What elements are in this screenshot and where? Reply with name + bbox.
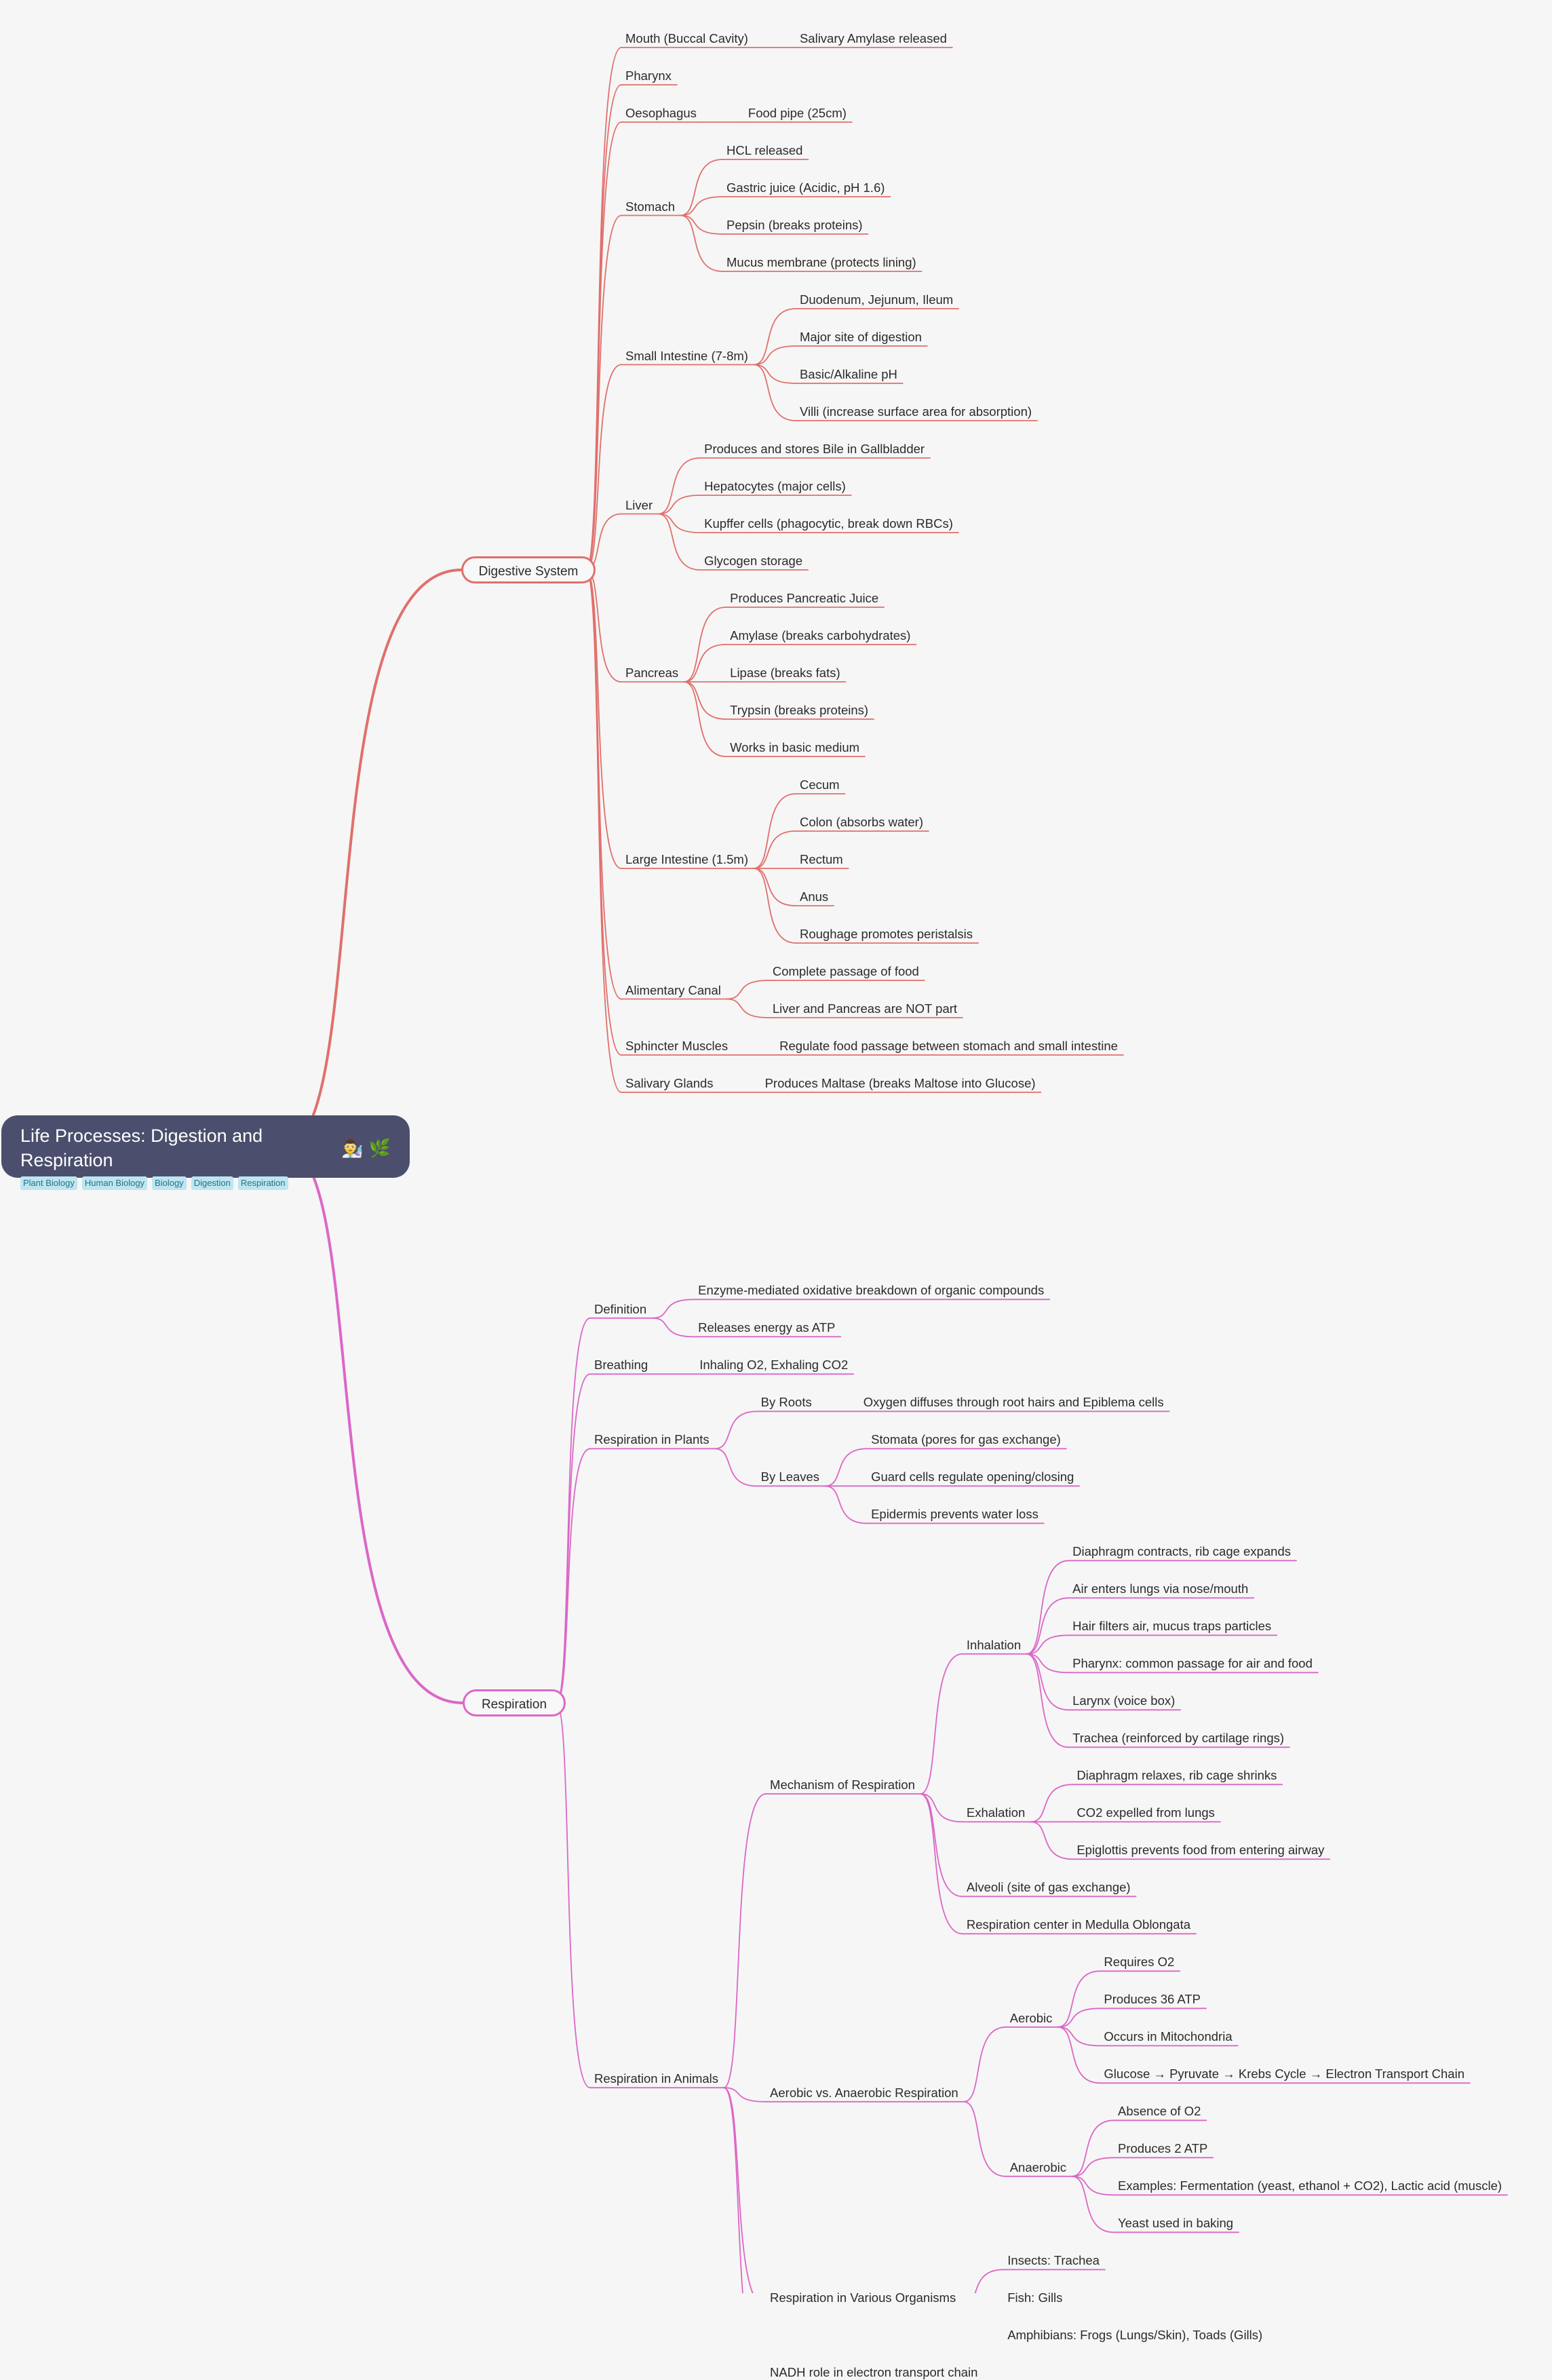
node-occurs-in-mitochondria[interactable]: Occurs in Mitochondria [1104, 2029, 1233, 2044]
tag-human-biology[interactable]: Human Biology [81, 1176, 148, 1190]
node-trachea-reinforced-by-cartilage-rings[interactable]: Trachea (reinforced by cartilage rings) [1072, 1731, 1285, 1746]
node-regulate-food-passage-between-stomach-an[interactable]: Regulate food passage between stomach an… [779, 1039, 1118, 1053]
node-gastric-juice-acidic-ph-1-6[interactable]: Gastric juice (Acidic, pH 1.6) [726, 180, 885, 195]
node-air-enters-lungs-via-nose-mouth[interactable]: Air enters lungs via nose/mouth [1072, 1581, 1249, 1596]
node-insects-trachea[interactable]: Insects: Trachea [1007, 2253, 1100, 2268]
node-larynx-voice-box[interactable]: Larynx (voice box) [1072, 1693, 1176, 1708]
node-yeast-used-in-baking[interactable]: Yeast used in baking [1118, 2216, 1234, 2231]
node-salivary-glands[interactable]: Salivary Glands [625, 1076, 714, 1090]
node-diaphragm-contracts-rib-cage-expands[interactable]: Diaphragm contracts, rib cage expands [1072, 1544, 1292, 1559]
node-produces-pancreatic-juice[interactable]: Produces Pancreatic Juice [730, 591, 879, 605]
node-exhalation[interactable]: Exhalation [966, 1805, 1026, 1820]
node-works-in-basic-medium[interactable]: Works in basic medium [730, 740, 860, 754]
node-pepsin-breaks-proteins[interactable]: Pepsin (breaks proteins) [726, 218, 863, 232]
node-amphibians-frogs-lungs-skin-toads-gills[interactable]: Amphibians: Frogs (Lungs/Skin), Toads (G… [1007, 2328, 1263, 2343]
node-lipase-breaks-fats[interactable]: Lipase (breaks fats) [730, 666, 840, 680]
node-respiration-center-in-medulla-oblongata[interactable]: Respiration center in Medulla Oblongata [966, 1917, 1191, 1932]
node-small-intestine-7-8m[interactable]: Small Intestine (7-8m) [625, 348, 748, 363]
node-colon-absorbs-water[interactable]: Colon (absorbs water) [799, 815, 923, 829]
node-roughage-promotes-peristalsis[interactable]: Roughage promotes peristalsis [799, 927, 973, 941]
node-nadh-role-in-electron-transport-chain[interactable]: NADH role in electron transport chain [770, 2365, 978, 2380]
node-alveoli-site-of-gas-exchange[interactable]: Alveoli (site of gas exchange) [966, 1880, 1131, 1895]
node-pharynx-common-passage-for-air-and-food[interactable]: Pharynx: common passage for air and food [1072, 1656, 1313, 1671]
node-stomach[interactable]: Stomach [625, 199, 676, 214]
node-hepatocytes-major-cells[interactable]: Hepatocytes (major cells) [704, 479, 846, 493]
node-inhaling-o2-exhaling-co2[interactable]: Inhaling O2, Exhaling CO2 [699, 1358, 849, 1373]
tag-plant-biology[interactable]: Plant Biology [20, 1176, 77, 1190]
node-respiration-in-plants[interactable]: Respiration in Plants [594, 1432, 710, 1447]
node-guard-cells-regulate-opening-closing[interactable]: Guard cells regulate opening/closing [871, 1470, 1074, 1484]
node-pharynx[interactable]: Pharynx [625, 69, 672, 83]
node-diaphragm-relaxes-rib-cage-shrinks[interactable]: Diaphragm relaxes, rib cage shrinks [1076, 1768, 1277, 1783]
node-breathing[interactable]: Breathing [594, 1358, 648, 1373]
node-mucus-membrane-protects-lining[interactable]: Mucus membrane (protects lining) [726, 255, 916, 269]
node-produces-maltase-breaks-maltose-into-glu[interactable]: Produces Maltase (breaks Maltose into Gl… [764, 1076, 1036, 1090]
node-requires-o2[interactable]: Requires O2 [1104, 1955, 1175, 1970]
node-anaerobic[interactable]: Anaerobic [1009, 2160, 1066, 2174]
connector-lines [282, 47, 1508, 2293]
node-epiglottis-prevents-food-from-entering-a[interactable]: Epiglottis prevents food from entering a… [1076, 1843, 1325, 1858]
node-aerobic[interactable]: Aerobic [1009, 2010, 1053, 2025]
node-duodenum-jejunum-ileum[interactable]: Duodenum, Jejunum, Ileum [799, 292, 954, 307]
tag-respiration[interactable]: Respiration [237, 1176, 288, 1190]
node-food-pipe-25cm[interactable]: Food pipe (25cm) [748, 106, 847, 120]
root-title: Life Processes: Digestion and Respiratio… [20, 1126, 263, 1170]
node-trypsin-breaks-proteins[interactable]: Trypsin (breaks proteins) [730, 703, 869, 717]
node-oesophagus[interactable]: Oesophagus [625, 106, 697, 120]
node-absence-of-o2[interactable]: Absence of O2 [1118, 2104, 1201, 2119]
node-rectum[interactable]: Rectum [799, 852, 843, 866]
node-hcl-released[interactable]: HCL released [726, 143, 803, 157]
node-produces-36-atp[interactable]: Produces 36 ATP [1104, 1992, 1201, 2007]
node-releases-energy-as-atp[interactable]: Releases energy as ATP [698, 1320, 836, 1335]
node-villi-increase-surface-area-for-absorpti[interactable]: Villi (increase surface area for absorpt… [799, 404, 1032, 419]
node-salivary-amylase-released[interactable]: Salivary Amylase released [799, 31, 947, 45]
node-liver[interactable]: Liver [625, 497, 653, 512]
node-by-leaves[interactable]: By Leaves [760, 1470, 820, 1484]
root-node[interactable]: Life Processes: Digestion and Respiratio… [1, 1115, 410, 1190]
node-aerobic-vs-anaerobic-respiration[interactable]: Aerobic vs. Anaerobic Respiration [770, 2085, 958, 2100]
node-pancreas[interactable]: Pancreas [625, 666, 679, 680]
tag-biology[interactable]: Biology [152, 1176, 187, 1190]
node-enzyme-mediated-oxidative-breakdown-of-o[interactable]: Enzyme-mediated oxidative breakdown of o… [698, 1283, 1045, 1298]
node-anus[interactable]: Anus [799, 889, 829, 904]
scientist-emoji-icon: 👨‍🔬 [341, 1138, 364, 1158]
node-produces-and-stores-bile-in-gallbladder[interactable]: Produces and stores Bile in Gallbladder [704, 442, 925, 456]
node-large-intestine-1-5m[interactable]: Large Intestine (1.5m) [625, 852, 748, 866]
branch-digestive-system[interactable]: Digestive System [461, 556, 596, 583]
tag-list: Plant Biology Human Biology Biology Dige… [20, 1176, 391, 1190]
tag-digestion[interactable]: Digestion [191, 1176, 233, 1190]
node-definition[interactable]: Definition [594, 1301, 647, 1316]
node-oxygen-diffuses-through-root-hairs-and-e[interactable]: Oxygen diffuses through root hairs and E… [863, 1395, 1164, 1410]
node-examples-fermentation-yeast-ethanol-co2-[interactable]: Examples: Fermentation (yeast, ethanol +… [1118, 2179, 1502, 2193]
node-alimentary-canal[interactable]: Alimentary Canal [625, 982, 721, 997]
node-amylase-breaks-carbohydrates[interactable]: Amylase (breaks carbohydrates) [730, 628, 911, 642]
branch-respiration[interactable]: Respiration [463, 1689, 566, 1716]
node-by-roots[interactable]: By Roots [760, 1395, 812, 1410]
node-cecum[interactable]: Cecum [799, 778, 840, 792]
node-epidermis-prevents-water-loss[interactable]: Epidermis prevents water loss [871, 1507, 1039, 1522]
node-sphincter-muscles[interactable]: Sphincter Muscles [625, 1039, 729, 1053]
node-co2-expelled-from-lungs[interactable]: CO2 expelled from lungs [1076, 1805, 1215, 1820]
node-produces-2-atp[interactable]: Produces 2 ATP [1118, 2141, 1208, 2156]
node-major-site-of-digestion[interactable]: Major site of digestion [799, 330, 922, 344]
node-glucose-pyruvate-krebs-cycle-electron-tr[interactable]: Glucose → Pyruvate → Krebs Cycle → Elect… [1104, 2067, 1464, 2081]
node-basic-alkaline-ph[interactable]: Basic/Alkaline pH [799, 367, 897, 381]
herb-emoji-icon: 🌿 [368, 1138, 391, 1158]
node-respiration-in-animals[interactable]: Respiration in Animals [594, 2071, 719, 2086]
node-mechanism-of-respiration[interactable]: Mechanism of Respiration [770, 1778, 915, 1792]
node-glycogen-storage[interactable]: Glycogen storage [704, 554, 803, 568]
node-complete-passage-of-food[interactable]: Complete passage of food [772, 964, 919, 978]
node-liver-and-pancreas-are-not-part[interactable]: Liver and Pancreas are NOT part [772, 1001, 958, 1016]
node-inhalation[interactable]: Inhalation [966, 1637, 1022, 1652]
node-mouth-buccal-cavity[interactable]: Mouth (Buccal Cavity) [625, 31, 748, 45]
node-hair-filters-air-mucus-traps-particles[interactable]: Hair filters air, mucus traps particles [1072, 1619, 1272, 1634]
node-kupffer-cells-phagocytic-break-down-rbcs[interactable]: Kupffer cells (phagocytic, break down RB… [704, 516, 953, 531]
node-stomata-pores-for-gas-exchange[interactable]: Stomata (pores for gas exchange) [871, 1432, 1061, 1447]
